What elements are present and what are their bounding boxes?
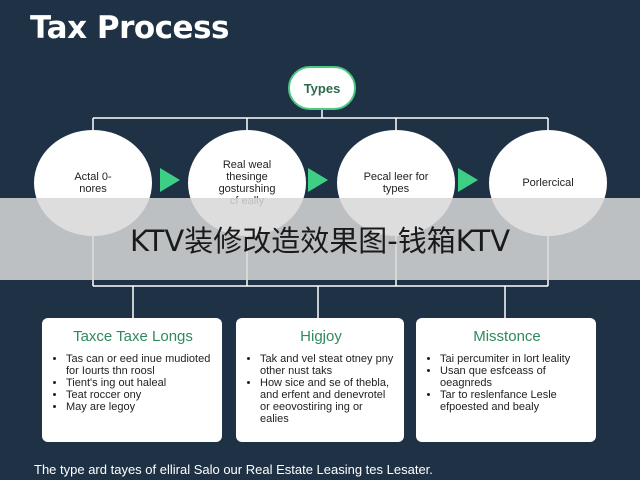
card-list: Tas can or eed inue mudioted for Iourts … (54, 353, 212, 413)
card-list: Tak and vel steat otney pny other nust t… (248, 353, 394, 425)
info-card-2: Higjoy Tak and vel steat otney pny other… (236, 318, 404, 442)
card-item: Tak and vel steat otney pny other nust t… (260, 353, 394, 377)
node-line: Actal 0- (74, 171, 112, 183)
card-item: Tas can or eed inue mudioted for Iourts … (66, 353, 212, 377)
card-list: Tai percumiter in lort leality Usan que … (428, 353, 586, 413)
card-item: How sice and se of thebla, and erfent an… (260, 377, 394, 425)
caption: The type ard tayes of elliral Salo our R… (34, 462, 433, 477)
card-item: Tient's ing out haleal (66, 377, 212, 389)
card-title: Misstonce (473, 328, 541, 345)
node-line: Porlercical (522, 177, 574, 189)
arrow-right-icon (458, 168, 478, 192)
info-card-3: Misstonce Tai percumiter in lort leality… (416, 318, 596, 442)
card-item: Teat roccer ony (66, 389, 212, 401)
card-item: May are legoy (66, 401, 212, 413)
types-node: Types (288, 66, 356, 110)
watermark-banner: KTV装修改造效果图-钱箱KTV (0, 198, 640, 280)
card-item: Tar to reslenfance Lesle efpoested and b… (440, 389, 586, 413)
card-item: Usan que esfceass of oeagnreds (440, 365, 586, 389)
node-line: thesinge (226, 171, 268, 183)
arrow-right-icon (308, 168, 328, 192)
card-title: Taxce Taxe Longs (73, 328, 193, 345)
arrow-right-icon (160, 168, 180, 192)
info-card-1: Taxce Taxe Longs Tas can or eed inue mud… (42, 318, 222, 442)
node-line: gosturshing (218, 183, 276, 195)
page-title: Tax Process (30, 10, 229, 46)
node-line: types (382, 183, 410, 195)
node-line: Real weal (222, 159, 272, 171)
card-item: Tai percumiter in lort leality (440, 353, 586, 365)
node-line: Pecal leer for (363, 171, 429, 183)
node-line: nores (79, 183, 107, 195)
card-title: Higjoy (300, 328, 342, 345)
